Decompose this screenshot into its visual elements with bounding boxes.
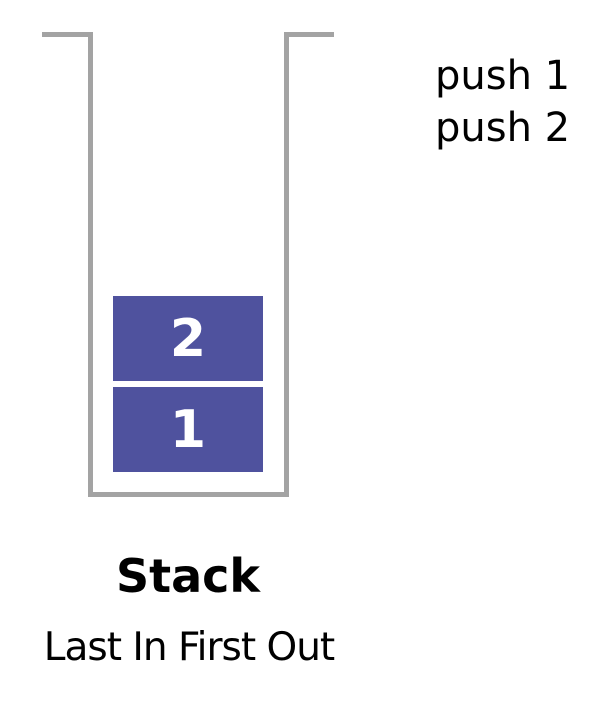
diagram-title: Stack <box>115 549 261 603</box>
operations-list: push 1 push 2 <box>435 50 570 154</box>
operation-label: push 1 <box>435 53 571 99</box>
stack-block-value: 2 <box>169 308 207 369</box>
stack-container-path <box>42 32 334 497</box>
stack-block: 2 <box>113 296 263 381</box>
stack-block: 1 <box>113 387 263 472</box>
stack-block-value: 1 <box>169 399 207 460</box>
diagram-subtitle: Last In First Out <box>43 625 335 670</box>
operation-label: push 2 <box>435 105 571 151</box>
